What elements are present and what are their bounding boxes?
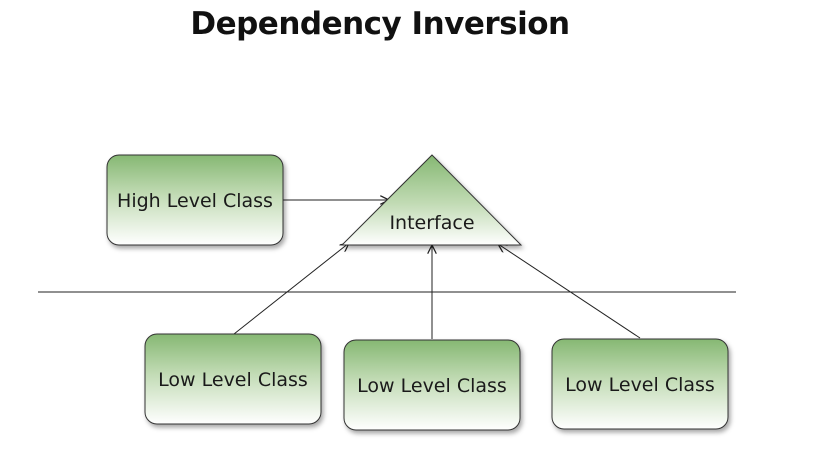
low-level-class-label: Low Level Class (565, 374, 715, 396)
low-level-class-label: Low Level Class (357, 375, 507, 397)
low1-to-interface-arrow (233, 243, 349, 335)
low-level-class-box: Low Level Class (551, 338, 729, 430)
high-level-class-box: High Level Class (106, 154, 284, 246)
interface-label: Interface (389, 212, 474, 234)
low3-to-interface-arrow (498, 244, 641, 339)
low-level-class-box: Low Level Class (144, 333, 322, 425)
low-level-class-label: Low Level Class (158, 369, 308, 391)
interface-triangle: Interface (340, 154, 523, 246)
low-level-class-box: Low Level Class (343, 339, 521, 431)
high-level-class-label: High Level Class (117, 190, 273, 212)
diagram-title: Dependency Inversion (190, 6, 570, 42)
